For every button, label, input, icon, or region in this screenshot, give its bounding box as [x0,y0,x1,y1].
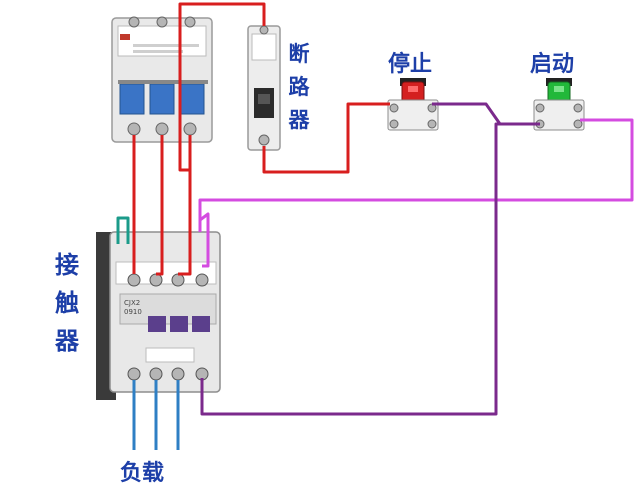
breaker-to-stop-wire [262,102,390,174]
breaker-label-char-1: 断 [288,42,310,66]
phase-wire-l2 [156,135,164,276]
start-label: 启动 [530,52,575,77]
contactor-label: 接 触 器 [52,246,82,360]
stop-label: 停止 [388,52,433,77]
single-pole-breaker [247,25,281,151]
contactor: CJX2 0910 [96,231,221,400]
contactor-model-text: CJX2 [124,299,140,307]
breaker-label: 断 路 器 [284,38,314,137]
load-label: 负载 [120,461,165,486]
stop-to-start-wire [432,102,540,126]
start-push-button [533,78,585,131]
breaker-label-char-2: 路 [288,75,310,99]
teal-jumper-wire [116,216,130,244]
contactor-label-char-2: 触 [55,289,79,317]
circuit-breaker-3-pole [111,16,213,143]
contactor-label-char-1: 接 [55,251,79,279]
stop-push-button [387,78,439,131]
breaker-label-char-3: 器 [288,108,310,132]
contactor-label-char-3: 器 [55,327,79,355]
start-to-coil-wire [198,118,634,268]
phase-wire-l3 [178,135,192,276]
control-supply-wire [178,2,266,172]
wires [116,2,634,450]
contactor-rating-text: 0910 [124,308,142,316]
holding-contact-wire [200,122,540,416]
